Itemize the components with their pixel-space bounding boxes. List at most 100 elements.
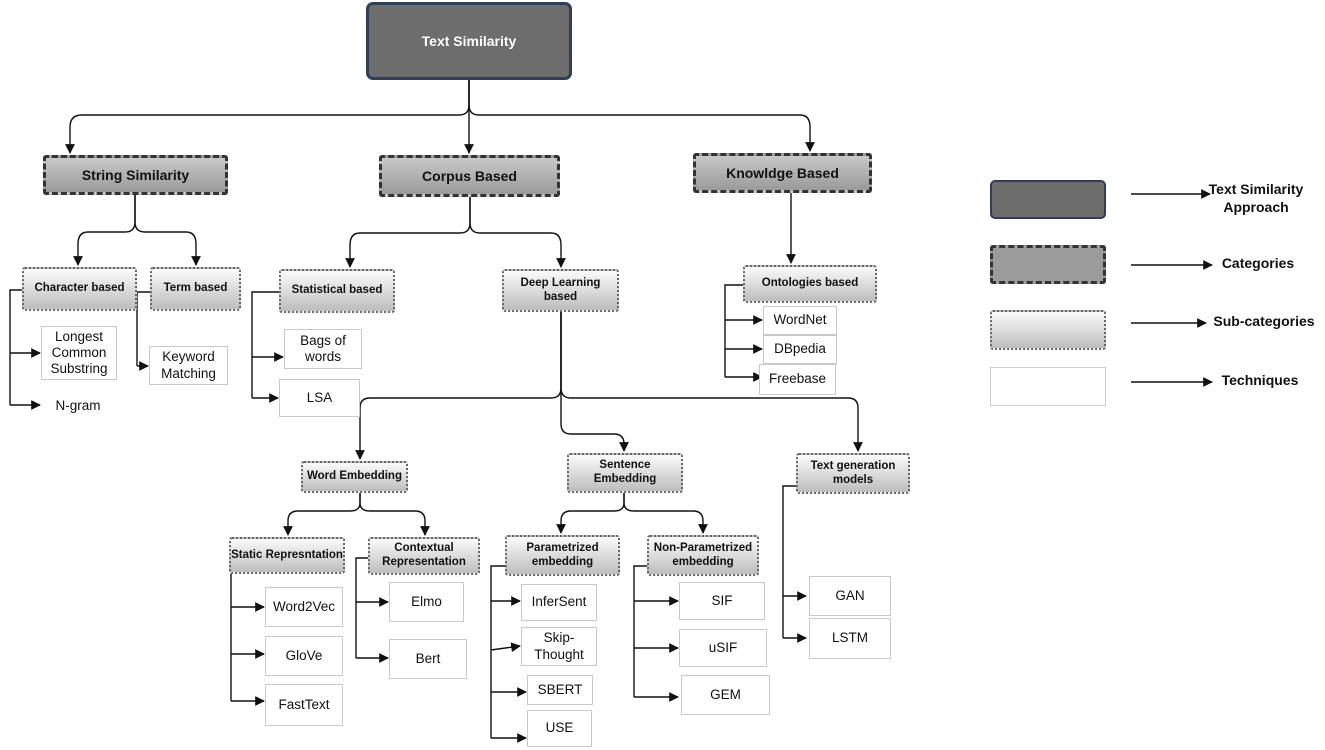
root-text-similarity: Text Similarity	[366, 2, 572, 80]
technique-label: Word2Vec	[272, 598, 336, 614]
edge-root-string	[65, 80, 470, 154]
edge-term-bracket	[136, 291, 150, 366]
technique-infersent: InferSent	[521, 584, 597, 621]
edge-sentence-nonparam	[623, 493, 708, 534]
edge-corpus-statistical	[345, 197, 471, 268]
technique-gan: GAN	[809, 576, 891, 616]
technique-label: Skip-Thought	[534, 630, 584, 662]
technique-longest-common-substring: Longest Common Substring	[41, 326, 117, 380]
technique-label: Elmo	[411, 593, 442, 609]
subcategory-label: Term based	[163, 282, 228, 295]
technique-ngram: N-gram	[42, 395, 114, 417]
subcategory-text-generation-models: Text generation models	[796, 453, 910, 494]
technique-bags-of-words: Bags of words	[284, 329, 362, 369]
edge-deep-sentence	[560, 312, 629, 452]
legend-swatch-approach	[990, 180, 1106, 219]
technique-glove: GloVe	[265, 636, 343, 676]
technique-label: FastText	[278, 696, 330, 712]
edge-contextual-bracket	[355, 557, 368, 658]
legend-label-categories: Categories	[1221, 255, 1295, 271]
legend-label-techniques: Techniques	[1221, 372, 1299, 388]
root-label: Text Similarity	[421, 32, 517, 49]
edge-corpus-deep	[469, 197, 566, 268]
subcategory-label: Ontologies based	[761, 277, 859, 290]
technique-sbert: SBERT	[527, 675, 593, 705]
subcategory-label: Parametrized embedding	[526, 541, 599, 568]
subcategory-sentence-embedding: Sentence Embedding	[567, 453, 683, 493]
edge-word-static	[283, 493, 361, 536]
subcategory-label: Deep Learning based	[520, 276, 601, 303]
technique-word2vec: Word2Vec	[265, 587, 343, 627]
technique-label: LSTM	[831, 630, 868, 646]
edge-nonparam-bracket	[633, 565, 647, 697]
edge-sentence-param	[556, 493, 625, 534]
subcategory-non-parametrized-embedding: Non-Parametrized embedding	[647, 535, 759, 576]
technique-keyword-matching: Keyword Matching	[149, 346, 228, 385]
technique-freebase: Freebase	[759, 364, 836, 395]
legend-label-subcategories: Sub-categories	[1213, 313, 1315, 329]
technique-label: N-gram	[55, 397, 101, 413]
technique-dbpedia: DBpedia	[763, 335, 837, 364]
category-label: Corpus Based	[422, 167, 517, 184]
technique-lstm: LSTM	[809, 618, 891, 659]
technique-label: SBERT	[537, 681, 583, 697]
subcategory-static-representation: Static Represntation	[229, 537, 345, 574]
edge-param-bracket	[490, 565, 505, 738]
technique-label: Freebase	[768, 371, 827, 387]
edge-character-bracket	[9, 289, 22, 405]
category-label: String Similarity	[81, 166, 190, 183]
edge-statistical-bracket	[251, 291, 279, 398]
technique-wordnet: WordNet	[763, 306, 837, 335]
edge-deep-textgen	[560, 312, 863, 452]
edge-param-skipthought	[490, 642, 521, 653]
technique-label: Keyword Matching	[161, 349, 216, 381]
technique-label: Bert	[415, 650, 441, 666]
edge-textgen-bracket	[782, 485, 796, 638]
technique-label: WordNet	[773, 312, 827, 328]
technique-label: GloVe	[285, 647, 323, 663]
subcategory-contextual-representation: Contextual Representation	[368, 537, 480, 575]
technique-elmo: Elmo	[389, 582, 464, 622]
technique-label: uSIF	[708, 639, 738, 655]
category-string-similarity: String Similarity	[43, 155, 228, 195]
technique-gem: GEM	[681, 675, 770, 715]
technique-bert: Bert	[389, 639, 467, 679]
subcategory-label: Static Represntation	[231, 548, 343, 561]
subcategory-label: Character based	[34, 282, 125, 295]
technique-label: GAN	[835, 587, 865, 603]
technique-lsa: LSA	[279, 379, 360, 417]
technique-label: DBpedia	[774, 341, 826, 357]
technique-label: USE	[545, 720, 574, 736]
subcategory-ontologies-based: Ontologies based	[743, 265, 877, 303]
edge-root-knowledge	[468, 80, 815, 152]
subcategory-label: Text generation models	[810, 459, 896, 486]
subcategory-label: Statistical based	[291, 284, 383, 297]
subcategory-statistical-based: Statistical based	[279, 269, 395, 313]
legend-swatch-categories	[990, 245, 1106, 284]
edge-ontologies-bracket	[724, 284, 743, 377]
category-corpus-based: Corpus Based	[379, 155, 560, 197]
subcategory-word-embedding: Word Embedding	[301, 461, 408, 493]
category-label: Knowldge Based	[726, 164, 839, 181]
subcategory-parametrized-embedding: Parametrized embedding	[505, 535, 620, 576]
technique-usif: uSIF	[679, 629, 767, 667]
legend-swatch-subcategories	[990, 310, 1106, 350]
subcategory-character-based: Character based	[22, 267, 137, 311]
subcategory-deep-learning-based: Deep Learning based	[502, 269, 619, 312]
technique-skip-thought: Skip-Thought	[521, 627, 597, 666]
technique-fasttext: FastText	[265, 684, 343, 726]
technique-label: Bags of words	[300, 332, 346, 364]
legend-label-approach: Text Similarity Approach	[1208, 181, 1304, 215]
subcategory-term-based: Term based	[150, 267, 241, 311]
technique-use: USE	[527, 710, 592, 747]
category-knowledge-based: Knowldge Based	[693, 153, 872, 193]
subcategory-label: Sentence Embedding	[593, 459, 657, 485]
technique-sif: SIF	[679, 582, 765, 620]
technique-label: LSA	[306, 389, 333, 405]
technique-label: GEM	[710, 686, 741, 702]
legend-swatch-techniques	[990, 367, 1106, 406]
edge-word-contextual	[359, 493, 430, 536]
subcategory-label: Contextual Representation	[382, 542, 466, 568]
subcategory-label: Non-Parametrized embedding	[653, 541, 753, 568]
